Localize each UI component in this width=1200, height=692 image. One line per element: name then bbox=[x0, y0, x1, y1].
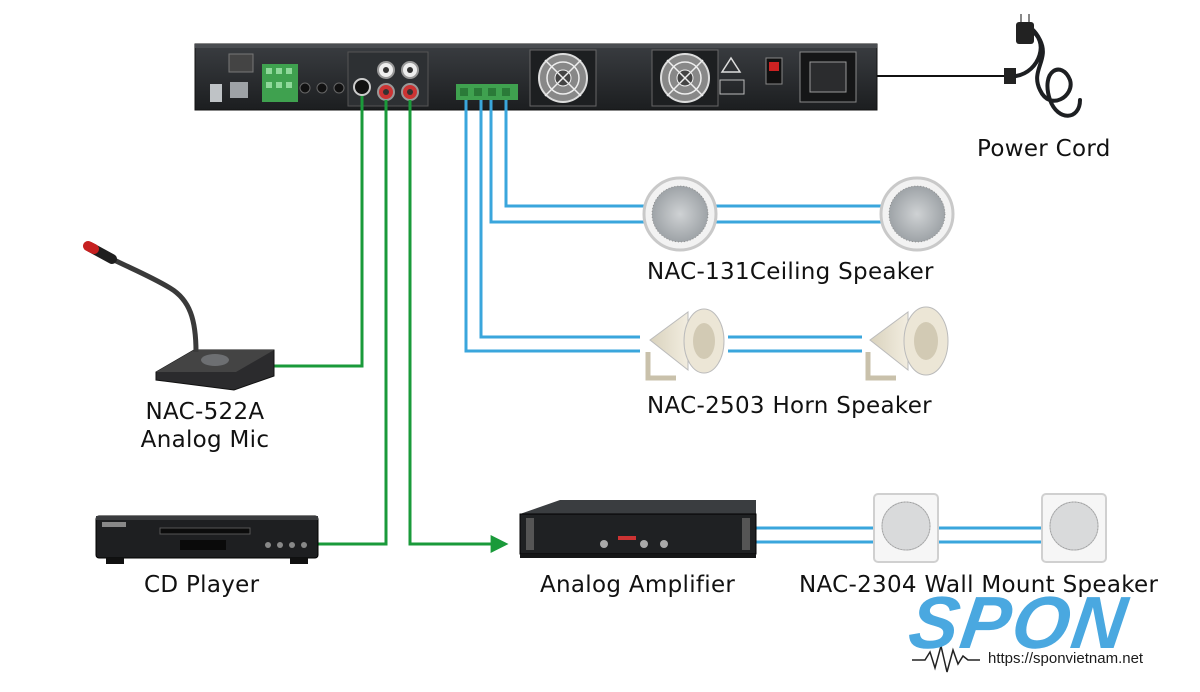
website-url: https://sponvietnam.net bbox=[988, 650, 1144, 667]
ceiling-speaker-label: NAC-131Ceiling Speaker bbox=[647, 259, 934, 285]
horn-speaker-2 bbox=[865, 306, 949, 381]
lan-port bbox=[230, 82, 248, 98]
ceiling-speaker-1 bbox=[642, 176, 718, 252]
mic-model-label: NAC-522A bbox=[145, 399, 265, 425]
mic-cable bbox=[274, 96, 364, 368]
main-amplifier-unit bbox=[194, 43, 878, 111]
cd-player-image bbox=[95, 515, 319, 564]
analog-amplifier-image bbox=[519, 500, 757, 558]
usb-port bbox=[210, 84, 222, 102]
waveform-icon bbox=[912, 645, 980, 673]
wall-speaker-1 bbox=[873, 493, 939, 563]
power-cord-label: Power Cord bbox=[977, 136, 1111, 162]
speaker-terminal-block bbox=[456, 84, 518, 100]
cooling-fan-left bbox=[529, 49, 597, 107]
ceiling-speaker-2 bbox=[879, 176, 955, 252]
wall-speaker-2 bbox=[1041, 493, 1107, 563]
mic-type-label: Analog Mic bbox=[140, 427, 270, 453]
horn-speaker-label: NAC-2503 Horn Speaker bbox=[647, 393, 932, 419]
cd-cable bbox=[318, 100, 388, 546]
speaker-wiring bbox=[464, 100, 1042, 544]
amplifier-label: Analog Amplifier bbox=[540, 572, 736, 598]
cd-player-label: CD Player bbox=[144, 572, 260, 598]
audio-wiring bbox=[274, 96, 509, 553]
horn-speaker-1 bbox=[645, 308, 725, 381]
analog-mic-image bbox=[83, 241, 275, 391]
control-terminal-block bbox=[262, 64, 298, 102]
amp-cable bbox=[408, 100, 509, 553]
cooling-fan-right bbox=[651, 49, 719, 107]
mic-input-jack bbox=[353, 78, 371, 96]
power-cord-image bbox=[877, 14, 1082, 118]
wall-speaker-label: NAC-2304 Wall Mount Speaker bbox=[799, 572, 1159, 598]
